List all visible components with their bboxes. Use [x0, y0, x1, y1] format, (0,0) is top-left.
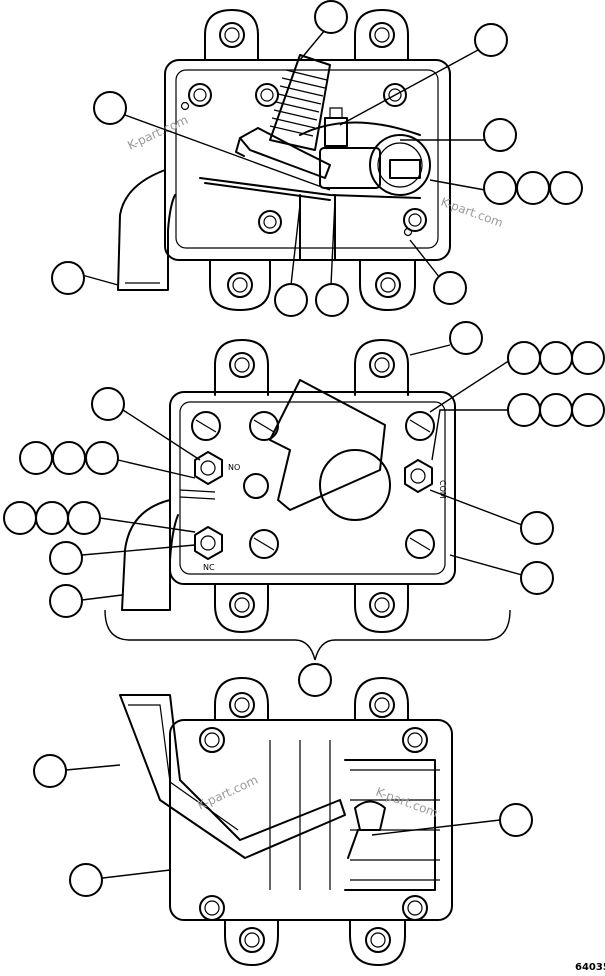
callout-circle [52, 441, 86, 475]
figure-number: 64035 [575, 962, 605, 973]
callout-circle [520, 561, 554, 595]
callout-circle [33, 754, 67, 788]
callout-circle [571, 393, 605, 427]
callout-circle [19, 441, 53, 475]
callout-circle [3, 501, 37, 535]
callout-circle [93, 91, 127, 125]
callout-circle [483, 118, 517, 152]
callout-circle [298, 663, 332, 697]
callout-circle [274, 283, 308, 317]
terminal-com-label: COM [438, 480, 447, 499]
terminal-no-label: NO [228, 463, 240, 472]
callout-circle [51, 261, 85, 295]
top-view-switch-internal: K-part.com K-part.com [117, 9, 505, 311]
leader-lines [65, 29, 523, 881]
watermark-bottom-1: K-part.com [195, 773, 260, 813]
callout-circle [516, 171, 550, 205]
callout-circle [539, 393, 573, 427]
callout-circle [85, 441, 119, 475]
callout-circle [474, 23, 508, 57]
callout-circle [67, 501, 101, 535]
callout-circle [539, 341, 573, 375]
callout-circle [449, 321, 483, 355]
middle-view-switch-assembled: NO NC COM [121, 339, 456, 633]
callout-circle [483, 171, 517, 205]
terminal-no [194, 451, 223, 485]
callout-circle [69, 863, 103, 897]
spring [269, 54, 331, 151]
callout-circle [507, 393, 541, 427]
callout-circle [49, 584, 83, 618]
callout-circle [35, 501, 69, 535]
group-bracket [104, 609, 511, 661]
cover-screw [191, 411, 435, 559]
callout-circle [507, 341, 541, 375]
callout-circle [499, 803, 533, 837]
callout-circle [49, 541, 83, 575]
callout-circle [433, 271, 467, 305]
terminal-nc-label: NC [203, 563, 215, 572]
callout-circle [549, 171, 583, 205]
bottom-view-switch-rear: K-part.com K-part.com [119, 677, 453, 966]
callout-circle [314, 0, 348, 34]
terminal-nc [194, 526, 223, 560]
callout-circles [3, 0, 605, 897]
callout-circle [571, 341, 605, 375]
callout-circle [520, 511, 554, 545]
terminal-com [404, 459, 433, 493]
callout-circle [315, 283, 349, 317]
callout-circle [91, 387, 125, 421]
